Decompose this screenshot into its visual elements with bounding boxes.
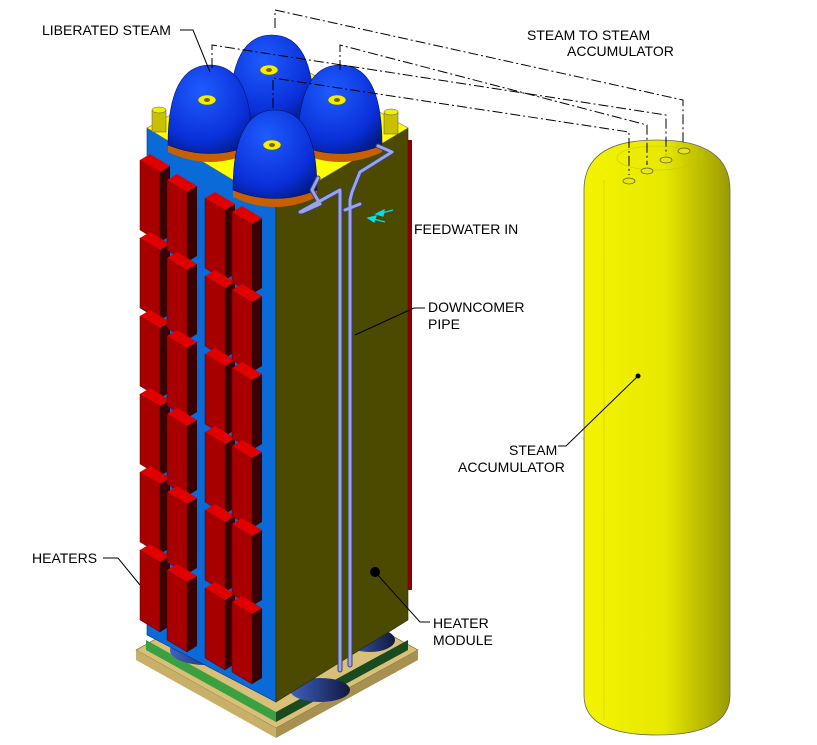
label-steam-to-accumulator-line1: STEAM TO STEAM [527, 27, 650, 43]
heater [231, 206, 262, 295]
heater [139, 388, 170, 477]
heater [139, 466, 170, 555]
label-liberated-steam: LIBERATED STEAM [42, 22, 171, 38]
label-heater-module-line2: MODULE [433, 632, 493, 648]
label-downcomer-line2: PIPE [428, 316, 460, 332]
steam-domes [167, 34, 383, 207]
back-heater-edge [408, 140, 412, 590]
heater [231, 440, 262, 529]
heater [204, 426, 235, 515]
heater [139, 544, 170, 633]
heater [231, 596, 262, 685]
heater [166, 330, 197, 419]
heater [166, 486, 197, 575]
steam-dome [297, 64, 383, 162]
feedwater-arrows-icon [366, 208, 394, 223]
label-feedwater-in: FEEDWATER IN [414, 221, 518, 237]
label-downcomer-line1: DOWNCOMER [428, 299, 524, 315]
heater [231, 284, 262, 373]
leader-lines [103, 29, 639, 623]
downcomer-pipe [297, 143, 395, 673]
heater [139, 310, 170, 399]
heater [204, 582, 235, 671]
heater [231, 362, 262, 451]
heater [166, 564, 197, 653]
steam-accumulator [583, 139, 731, 736]
label-steam-accumulator-line1: STEAM [509, 442, 557, 458]
heater [139, 232, 170, 321]
steam-lines [211, 9, 684, 175]
label-steam-to-accumulator-line2: ACCUMULATOR [567, 43, 674, 59]
heaters [139, 154, 262, 685]
steam-dome [232, 109, 318, 207]
heater [139, 154, 170, 243]
label-heater-module-line1: HEATER [433, 615, 489, 631]
heater [231, 518, 262, 607]
heater [204, 504, 235, 593]
accumulator-nozzles [622, 147, 691, 185]
heater [166, 174, 197, 263]
heater [204, 192, 235, 281]
steam-dome [167, 64, 253, 162]
label-steam-accumulator-line2: ACCUMULATOR [458, 459, 565, 475]
heater [204, 270, 235, 359]
heater [204, 348, 235, 437]
heater [166, 252, 197, 341]
heater [166, 408, 197, 497]
label-heaters: HEATERS [32, 550, 97, 566]
